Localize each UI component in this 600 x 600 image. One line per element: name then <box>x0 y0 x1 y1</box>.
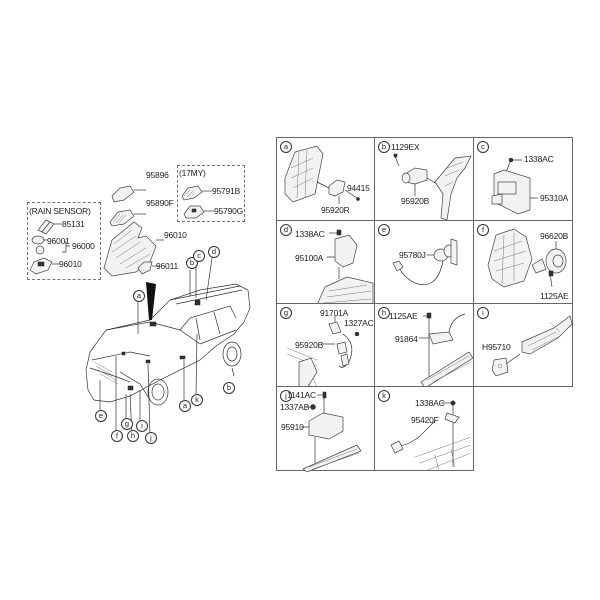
part-label-96011: 96011 <box>156 261 179 271</box>
callout-g[interactable]: g <box>121 418 133 430</box>
callout-e[interactable]: e <box>95 410 107 422</box>
part-label-1125AE-h: 1125AE <box>389 311 418 321</box>
panel-k[interactable]: k 1338AC 95420F <box>374 386 474 472</box>
panel-d-drawing <box>316 229 374 305</box>
callout-d-top[interactable]: d <box>208 246 220 258</box>
overview-drawing <box>29 185 251 437</box>
callout-k[interactable]: k <box>191 394 203 406</box>
panel-j-drawing <box>301 391 362 472</box>
part-label-85131: 85131 <box>62 219 85 229</box>
panel-h[interactable]: h 1125AE 91864 <box>374 303 474 388</box>
panel-i[interactable]: i H95710 <box>473 303 573 387</box>
panel-a-drawing <box>284 145 360 204</box>
part-label-96010: 96010 <box>164 230 187 240</box>
panel-e-drawing <box>392 238 458 285</box>
panel-h-drawing <box>419 312 474 388</box>
panel-b[interactable]: b 1129EX 95920B <box>374 137 474 221</box>
panel-key-f: f <box>477 224 489 236</box>
part-label-95890F: 95890F <box>146 198 174 208</box>
panel-key-h: h <box>378 307 390 319</box>
panel-g[interactable]: g 91701A 1327AC 95920B <box>276 303 375 388</box>
part-label-95310A: 95310A <box>540 193 569 203</box>
panel-c[interactable]: c 1338AC 95310A <box>473 137 573 221</box>
panel-f[interactable]: f 96620B 1125AE <box>473 220 573 304</box>
callout-c-top[interactable]: c <box>193 250 205 262</box>
part-label-1327AC: 1327AC <box>344 318 374 328</box>
panel-g-drawing <box>286 316 360 388</box>
panel-key-a: a <box>280 141 292 153</box>
panel-e[interactable]: e 95780J <box>374 220 474 304</box>
part-label-96001: 96001 <box>47 236 70 246</box>
panel-key-j: j <box>280 390 292 402</box>
part-label-95100A: 95100A <box>295 253 324 263</box>
callout-i[interactable]: i <box>136 420 148 432</box>
part-label-1141AC: 1141AC <box>287 390 316 400</box>
panel-d[interactable]: d 1338AC 95100A <box>276 220 375 305</box>
callout-j[interactable]: j <box>145 432 157 444</box>
panel-key-d: d <box>280 224 292 236</box>
overview-diagram: (RAIN SENSOR) 85131 96001 96000 96010 (1… <box>0 0 270 600</box>
part-label-95780J: 95780J <box>399 250 426 260</box>
part-label-95896: 95896 <box>146 170 169 180</box>
vehicle-outline <box>85 283 251 406</box>
panel-key-e: e <box>378 224 390 236</box>
part-label-95920R: 95920R <box>321 205 350 215</box>
callout-b-rear[interactable]: b <box>223 382 235 394</box>
part-label-95920B-g: 95920B <box>295 340 324 350</box>
panel-key-i: i <box>477 307 489 319</box>
detail-panel-grid: a 94415 95920R b 1129EX 95920B c <box>276 137 573 472</box>
panel-key-b: b <box>378 141 390 153</box>
panel-key-k: k <box>378 390 390 402</box>
part-label-1338AC-d: 1338AC <box>295 229 325 239</box>
panel-f-drawing <box>487 228 567 288</box>
part-label-91864: 91864 <box>395 334 418 344</box>
panel-key-g: g <box>280 307 292 319</box>
part-label-95790G: 95790G <box>214 206 244 216</box>
rain-sensor-group-box <box>27 202 101 280</box>
part-label-1338AC-c: 1338AC <box>524 154 554 164</box>
panel-i-drawing <box>491 315 573 377</box>
rain-sensor-title: (RAIN SENSOR) <box>29 206 91 216</box>
part-label-1129EX: 1129EX <box>391 142 420 152</box>
my17-title: (17MY) <box>179 168 206 178</box>
panel-a[interactable]: a 94415 95920R <box>276 137 375 221</box>
callout-f[interactable]: f <box>111 430 123 442</box>
panel-c-drawing <box>491 157 538 215</box>
part-label-96620B: 96620B <box>540 231 569 241</box>
part-label-1337AB: 1337AB <box>280 402 310 412</box>
pointer-arrow <box>146 282 156 320</box>
part-label-H95710: H95710 <box>482 342 511 352</box>
part-label-94415: 94415 <box>347 183 370 193</box>
callout-a-side[interactable]: a <box>179 400 191 412</box>
panel-k-drawing <box>390 400 472 472</box>
part-label-95920B-b: 95920B <box>401 196 430 206</box>
callout-h[interactable]: h <box>127 430 139 442</box>
part-label-1125AE-f: 1125AE <box>540 291 569 301</box>
callout-a-top[interactable]: a <box>133 290 145 302</box>
part-label-96010-rain: 96010 <box>59 259 82 269</box>
panel-key-c: c <box>477 141 489 153</box>
panel-j[interactable]: j 1141AC 1337AB 95910 <box>276 386 375 472</box>
my17-group-box <box>177 165 245 222</box>
part-label-95420F: 95420F <box>411 415 439 425</box>
part-95896-drawing <box>111 185 146 203</box>
part-label-95791B: 95791B <box>212 186 241 196</box>
part-label-91701A: 91701A <box>320 308 349 318</box>
part-label-96000: 96000 <box>72 241 95 251</box>
part-label-1338AC-k: 1338AC <box>415 398 445 408</box>
part-label-95910: 95910 <box>281 422 304 432</box>
panel-b-drawing <box>393 153 472 221</box>
